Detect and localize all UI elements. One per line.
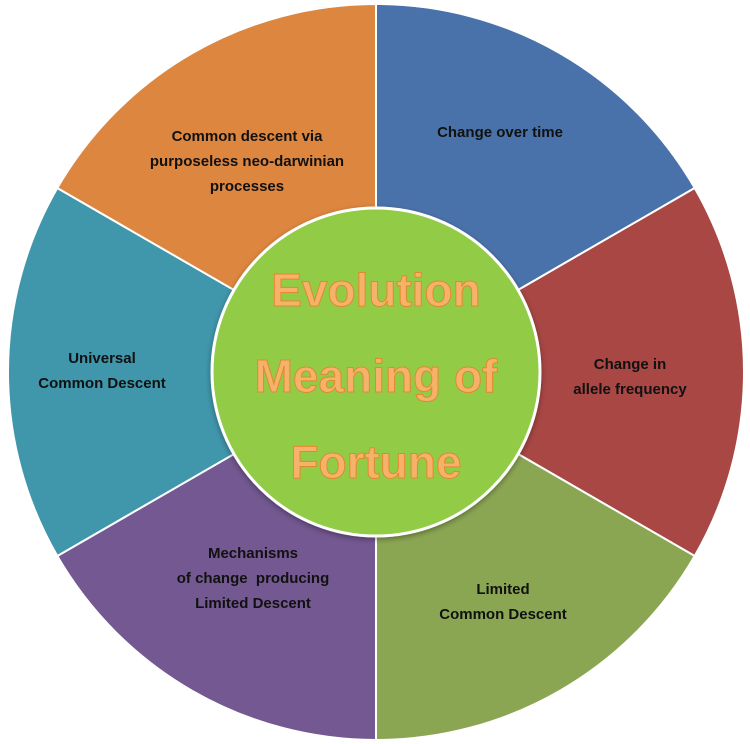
segment-label-line: Limited	[476, 581, 529, 598]
segment-label-line: purposeless neo-darwinian	[150, 153, 344, 170]
center-title-line-1: Evolution	[271, 264, 481, 316]
segment-label-line: Common descent via	[172, 128, 324, 145]
segment-label-limited-common-descent: Limited Common Descent	[439, 581, 567, 623]
segment-label-allele-frequency: Change in allele frequency	[573, 356, 687, 398]
segment-label-change-over-time: Change over time	[437, 124, 563, 141]
segment-label-line: of change producing	[177, 570, 330, 587]
segment-label-line: Common Descent	[439, 606, 567, 623]
center-title-line-2: Meaning of	[255, 350, 498, 402]
center-circle	[210, 206, 542, 538]
segment-label-line: Mechanisms	[208, 545, 298, 562]
segment-label-line: Common Descent	[38, 375, 166, 392]
segment-label-mechanisms: Mechanisms of change producing Limited D…	[177, 545, 330, 612]
segment-label-line: Change over time	[437, 124, 563, 141]
segment-label-line: Change in	[594, 356, 667, 373]
segment-label-line: Limited Descent	[195, 595, 311, 612]
segment-universal-common-descent	[7, 186, 379, 558]
center-title-line-3: Fortune	[290, 436, 461, 488]
segment-label-line: allele frequency	[573, 381, 687, 398]
segment-label-common-descent-neo-darwinian: Common descent via purposeless neo-darwi…	[150, 128, 344, 195]
segment-label-line: processes	[210, 178, 284, 195]
center-title: Evolution Meaning of Fortune	[254, 264, 498, 489]
segment-label-universal-common-descent: Universal Common Descent	[38, 350, 166, 392]
segment-allele-frequency	[373, 186, 745, 558]
segment-label-line: Universal	[68, 350, 136, 367]
